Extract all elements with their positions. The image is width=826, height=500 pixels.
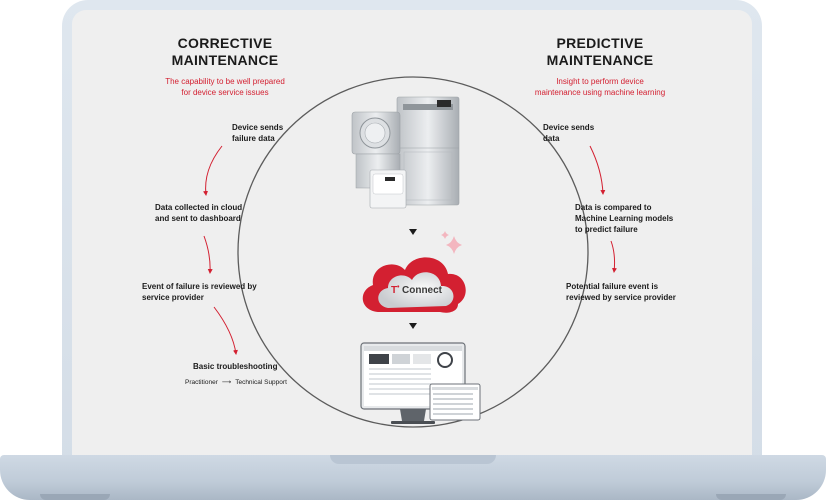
corrective-step-2-line1: Data collected in cloud — [155, 203, 243, 212]
predictive-subtitle-line1: Insight to perform device — [556, 77, 644, 86]
corrective-step-3-line2: service provider — [142, 293, 204, 302]
predictive-subtitle: Insight to perform device maintenance us… — [515, 76, 685, 98]
corrective-step-2-line2: and sent to dashboard — [155, 214, 241, 223]
predictive-title-line2: MAINTENANCE — [546, 52, 654, 68]
escalation-path: Practitioner⟶Technical Support — [185, 378, 287, 387]
monitor-dashboard-image — [360, 342, 481, 424]
laptop-foot-left — [40, 494, 110, 500]
corrective-step-4-line1: Basic troubleshooting — [193, 362, 278, 371]
predictive-step-2-line1: Data is compared to — [575, 203, 652, 212]
predictive-arrow-2 — [610, 240, 617, 273]
predictive-step-1-line1: Device sends — [543, 123, 595, 132]
cloud-icon: T • Connect — [362, 257, 466, 313]
cloud-logo-name: Connect — [402, 285, 443, 296]
arrow-down-icon — [409, 323, 417, 329]
cloud-logo-prefix: T — [391, 285, 397, 296]
predictive-step-2-line3: to predict failure — [575, 225, 638, 234]
process-circle — [237, 76, 589, 428]
predictive-step-2-line2: Machine Learning models — [575, 214, 674, 223]
predictive-step-2: Data is compared to Machine Learning mod… — [575, 202, 673, 235]
cloud-logo-dot: • — [397, 284, 400, 291]
predictive-arrow-1 — [589, 145, 606, 195]
corrective-subtitle: The capability to be well prepared for d… — [140, 76, 310, 98]
corrective-step-1-line1: Device sends — [232, 123, 284, 132]
corrective-title: CORRECTIVE MAINTENANCE — [160, 35, 290, 69]
corrective-step-3: Event of failure is reviewed by service … — [142, 281, 257, 303]
corrective-step-1-line2: failure data — [232, 134, 275, 143]
corrective-arrow-1 — [203, 145, 223, 196]
corrective-step-1: Device sends failure data — [232, 122, 283, 144]
corrective-step-4: Basic troubleshooting — [193, 361, 277, 372]
sterilizer-device-image — [351, 96, 460, 209]
predictive-step-3: Potential failure event is reviewed by s… — [566, 281, 676, 303]
predictive-title: PREDICTIVE MAINTENANCE — [535, 35, 665, 69]
predictive-title-line1: PREDICTIVE — [556, 35, 644, 51]
laptop-notch — [330, 455, 496, 464]
predictive-step-1: Device sends data — [543, 122, 594, 144]
laptop-foot-right — [716, 494, 786, 500]
escalation-arrow-icon: ⟶ — [221, 379, 232, 386]
arrow-down-icon — [409, 229, 417, 235]
sparkle-icon — [441, 231, 462, 254]
corrective-subtitle-line1: The capability to be well prepared — [165, 77, 285, 86]
corrective-step-3-line1: Event of failure is reviewed by — [142, 282, 257, 291]
corrective-title-line1: CORRECTIVE — [177, 35, 273, 51]
predictive-step-1-line2: data — [543, 134, 560, 143]
corrective-subtitle-line2: for device service issues — [181, 88, 269, 97]
escalation-to: Technical Support — [235, 379, 287, 386]
predictive-step-3-line1: Potential failure event is — [566, 282, 659, 291]
corrective-title-line2: MAINTENANCE — [171, 52, 279, 68]
corrective-arrow-2 — [203, 235, 213, 274]
predictive-step-3-line2: reviewed by service provider — [566, 293, 676, 302]
predictive-subtitle-line2: maintenance using machine learning — [534, 88, 666, 97]
corrective-arrow-3 — [213, 306, 238, 355]
escalation-from: Practitioner — [185, 379, 218, 386]
corrective-step-2: Data collected in cloud and sent to dash… — [155, 202, 242, 224]
